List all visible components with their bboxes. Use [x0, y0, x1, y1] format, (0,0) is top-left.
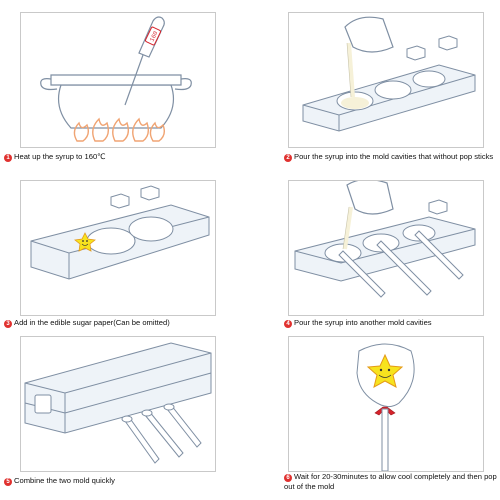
step-6-text: Wait for 20-30minutes to allow cool comp… [284, 472, 497, 491]
thermometer-display: 160 [148, 30, 159, 43]
pot-icon [58, 84, 174, 129]
flame-icon [73, 117, 166, 142]
step-5-text: Combine the two mold quickly [14, 476, 115, 485]
step-3-badge: 3 [4, 320, 12, 328]
combine-molds-drawing [24, 342, 212, 464]
step-5-illustration [20, 336, 216, 472]
step-3-text: Add in the edible sugar paper(Can be omi… [14, 318, 170, 327]
step-2-text: Pour the syrup into the mold cavities th… [294, 152, 494, 161]
step-4-badge: 4 [284, 320, 292, 328]
star-candy-icon [366, 353, 404, 388]
pop-stick-icon [124, 404, 202, 464]
step-3-illustration [20, 180, 216, 316]
mold-tray-icon [24, 342, 212, 434]
step-2-illustration [288, 12, 484, 148]
pot-on-fire-drawing: 160 [40, 16, 192, 142]
pour-syrup-mold-drawing [302, 16, 476, 132]
step-4-illustration [288, 180, 484, 316]
pop-stick-icon [338, 230, 464, 298]
pouring-pot-icon [344, 16, 394, 53]
step-1-badge: 1 [4, 154, 12, 162]
step-6-illustration [288, 336, 484, 472]
step-5-badge: 5 [4, 478, 12, 486]
sugar-paper-mold-drawing [30, 185, 210, 280]
pour-syrup-stick-mold-drawing [294, 181, 476, 298]
pouring-pot-icon [346, 181, 394, 215]
step-6-badge: 6 [284, 474, 292, 482]
step-1-illustration: 160 [20, 12, 216, 148]
step-4-text: Pour the syrup into another mold cavitie… [294, 318, 432, 327]
lollipop-icon [356, 343, 415, 471]
finished-lollipop-drawing [356, 343, 415, 471]
step-1-text: Heat up the syrup to 160℃ [14, 152, 106, 161]
thermometer-icon: 160 [124, 16, 165, 106]
star-sugar-paper-icon [74, 232, 96, 252]
step-2-badge: 2 [284, 154, 292, 162]
